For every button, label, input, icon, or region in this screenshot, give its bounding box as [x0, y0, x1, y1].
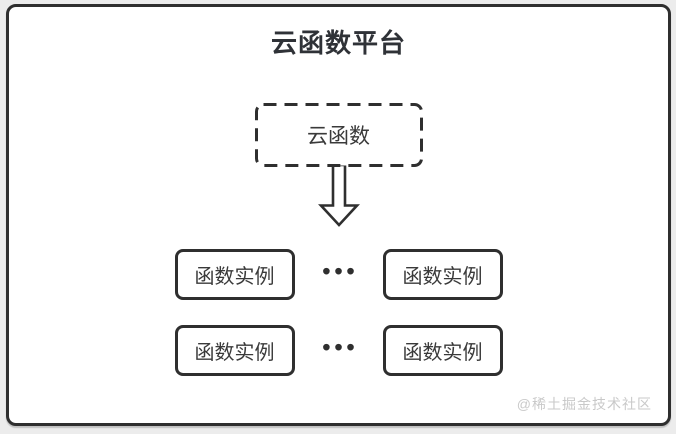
instance-grid: 函数实例 ••• 函数实例 函数实例 ••• 函数实例	[174, 249, 503, 376]
instance-row: 函数实例 ••• 函数实例	[174, 249, 503, 300]
watermark: @稀土掘金技术社区	[516, 396, 652, 412]
function-instance-box: 函数实例	[174, 249, 295, 300]
down-arrow-icon	[317, 165, 360, 227]
cloud-function-label: 云函数	[307, 125, 370, 148]
function-instance-box: 函数实例	[174, 325, 295, 376]
instance-row: 函数实例 ••• 函数实例	[174, 325, 503, 376]
dashed-border	[254, 103, 423, 167]
diagram-title: 云函数平台	[270, 28, 406, 58]
function-instance-label: 函数实例	[194, 342, 275, 364]
function-instance-label: 函数实例	[402, 342, 483, 364]
cloud-function-box: 云函数	[254, 103, 423, 167]
function-instance-label: 函数实例	[194, 266, 275, 288]
ellipsis-dots: •••	[322, 258, 359, 284]
function-instance-box: 函数实例	[382, 249, 503, 300]
arrow-container	[317, 165, 360, 227]
ellipsis-dots: •••	[322, 334, 359, 360]
platform-frame: 云函数平台 云函数 函数实例 ••• 函数实例 函数实例 ••• 函	[6, 4, 671, 426]
function-instance-box: 函数实例	[382, 325, 503, 376]
function-instance-label: 函数实例	[402, 266, 483, 288]
